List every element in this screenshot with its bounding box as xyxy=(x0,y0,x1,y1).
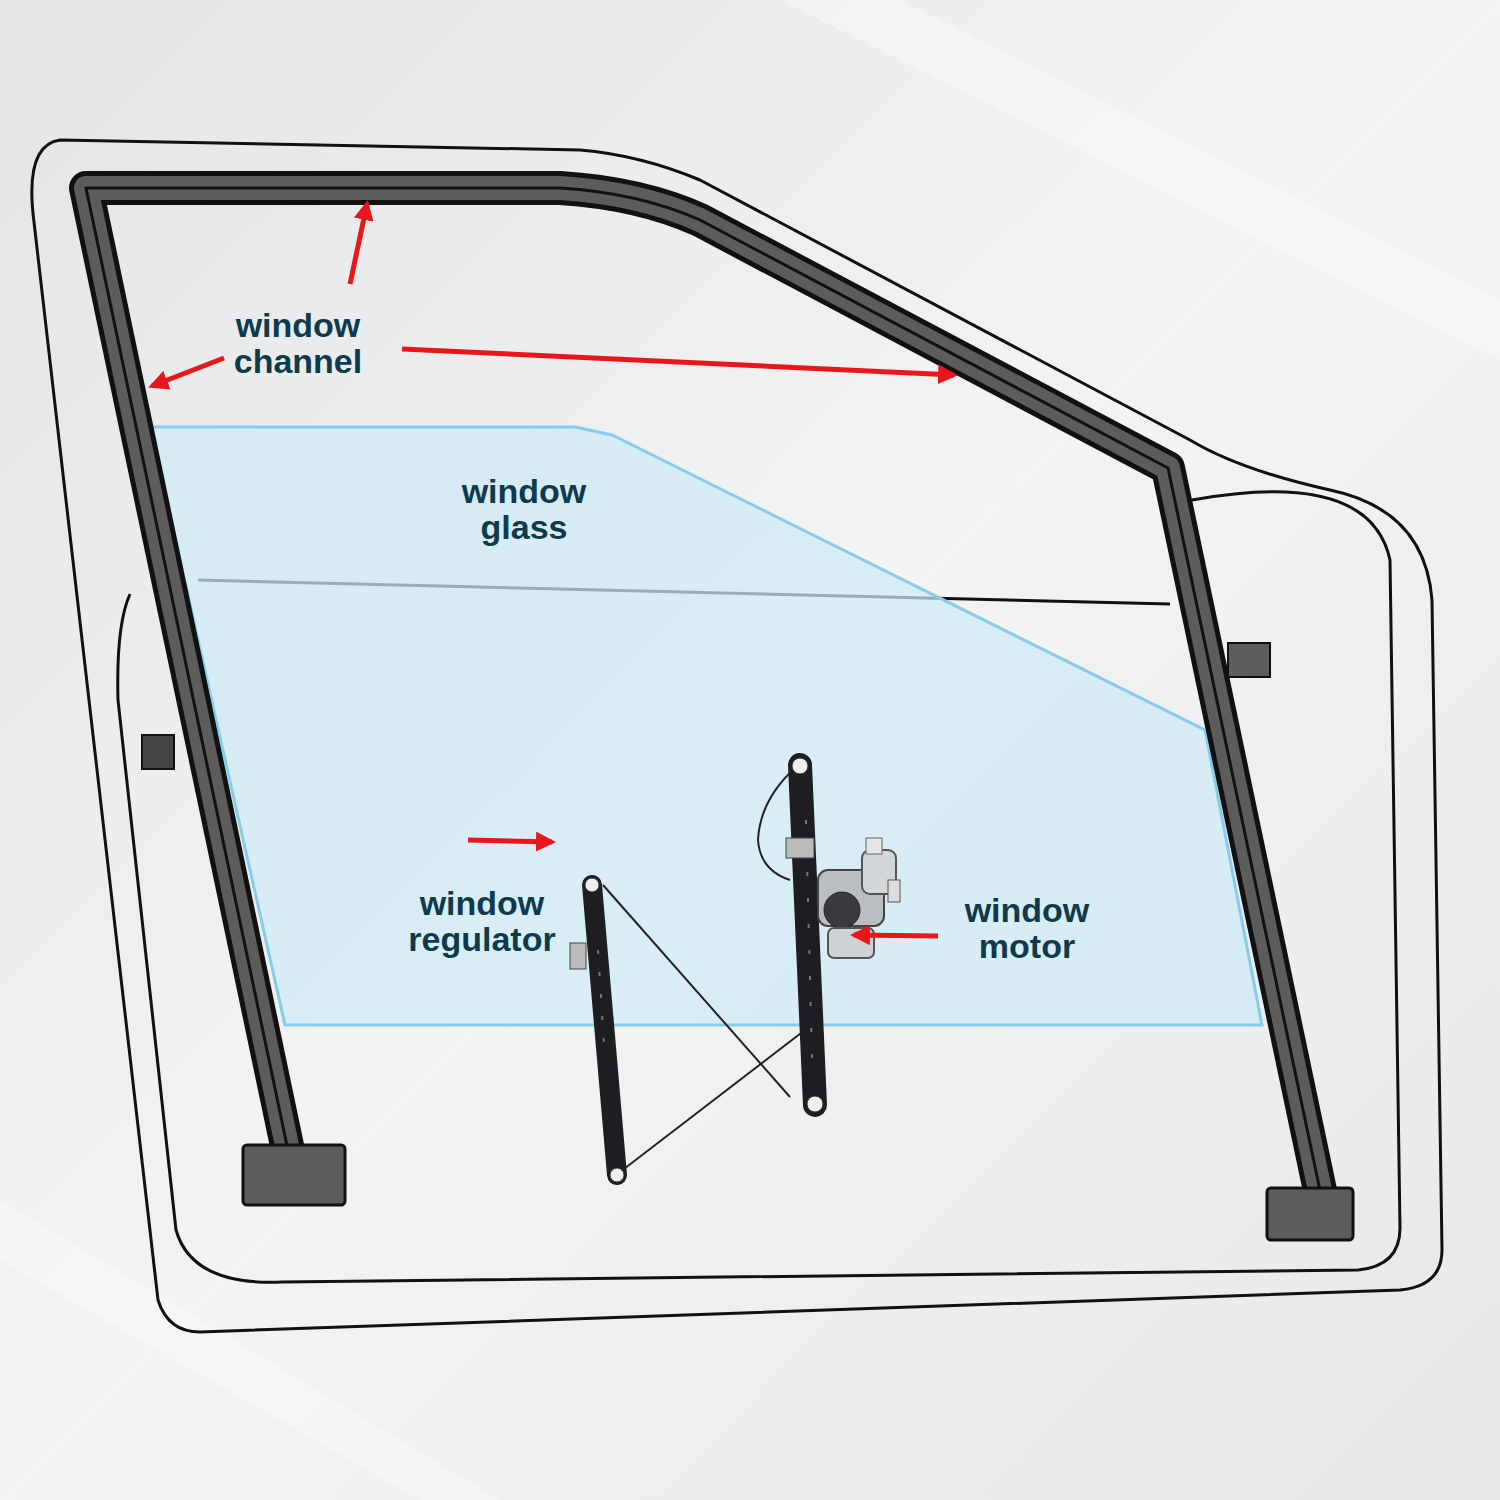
window-channel xyxy=(86,188,1353,1240)
motor-can xyxy=(862,850,896,894)
part-label: window regulator xyxy=(392,886,572,957)
pulley xyxy=(792,758,808,774)
pulley xyxy=(585,878,599,892)
leader-arrows xyxy=(152,204,954,936)
regulator-cable xyxy=(603,885,790,1097)
channel-tab xyxy=(1228,643,1270,677)
window-regulator xyxy=(570,758,823,1182)
motor-end xyxy=(866,838,882,854)
glass-clip xyxy=(570,943,586,969)
leader-arrow xyxy=(854,935,938,936)
motor-housing xyxy=(818,870,884,926)
regulator-rail xyxy=(592,885,617,1175)
glass-pane xyxy=(150,427,1262,1025)
part-label: window glass xyxy=(434,474,614,545)
channel-foot xyxy=(243,1145,345,1205)
part-label: window motor xyxy=(937,893,1117,964)
motor-gear-cover xyxy=(824,892,860,928)
regulator-cable xyxy=(758,768,795,880)
door-outer-outline xyxy=(32,140,1442,1332)
rail-holes xyxy=(598,950,605,1060)
light-streak xyxy=(0,1200,500,1500)
leader-arrow xyxy=(468,840,552,842)
glass-shape xyxy=(140,420,1270,1032)
channel-groove xyxy=(86,188,1322,1200)
leader-arrow xyxy=(152,358,224,386)
motor-plug xyxy=(888,880,900,902)
glass-clip xyxy=(786,838,814,858)
motor-connector xyxy=(828,928,874,958)
channel-tab xyxy=(142,735,174,769)
regulator-cable xyxy=(620,1030,805,1172)
rail-holes xyxy=(806,820,812,1060)
leader-arrow xyxy=(350,204,367,284)
light-streak xyxy=(780,0,1500,360)
window-motor xyxy=(818,838,900,958)
pulley xyxy=(610,1168,624,1182)
pulley xyxy=(807,1096,823,1112)
part-label: window channel xyxy=(208,308,388,379)
channel-foot xyxy=(1267,1188,1353,1240)
leader-arrow xyxy=(402,349,954,375)
channel-border xyxy=(86,188,1322,1200)
regulator-rail xyxy=(800,765,815,1105)
window-glass: window glass xyxy=(140,420,1270,1032)
channel-body xyxy=(86,188,1322,1200)
